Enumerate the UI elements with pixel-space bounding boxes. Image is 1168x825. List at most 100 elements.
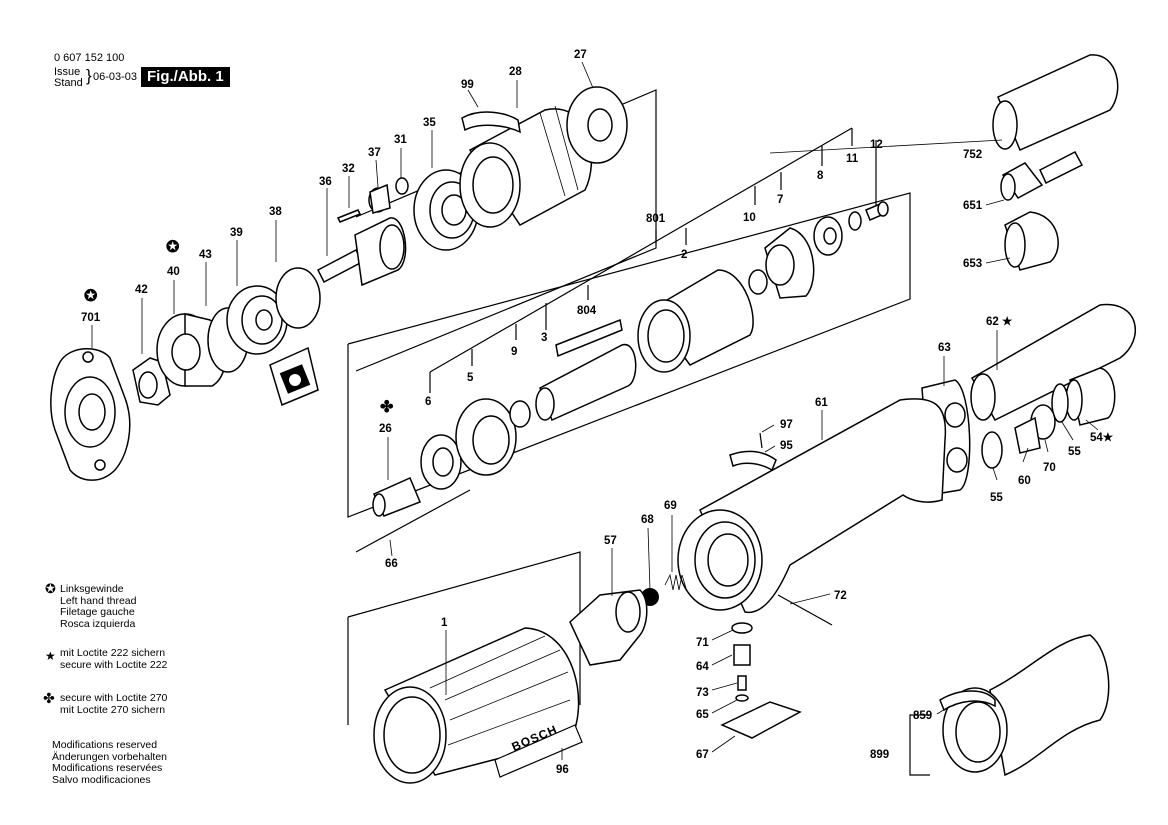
- part-804-vane: [555, 318, 623, 358]
- callout-651: 651: [963, 200, 983, 212]
- part-2-cylinder: [637, 269, 754, 373]
- part-71-oring: [731, 622, 753, 634]
- callout-68: 68: [641, 514, 654, 526]
- part-752-silencer: [992, 54, 1119, 151]
- part-36-spindle: [317, 217, 407, 287]
- part-97-rivet: [759, 432, 763, 449]
- loctite-270-icon: ✤: [380, 399, 394, 416]
- callout-11: 11: [846, 153, 859, 165]
- callout-10: 10: [743, 212, 756, 224]
- part-69-spring: [664, 573, 687, 591]
- part-54-fitting: [1065, 367, 1116, 426]
- left-hand-thread-icon: ✪: [84, 288, 98, 305]
- frame-lower: [347, 551, 581, 725]
- part-26-rotor-shaft: [372, 477, 421, 517]
- left-hand-thread-icon: ✪: [166, 239, 180, 256]
- callout-72: 72: [834, 590, 847, 602]
- part-66-pin: [355, 489, 471, 553]
- part-99-shim: [461, 111, 521, 134]
- part-73-pin: [737, 675, 747, 691]
- legend-left-hand-thread: ✪ Linksgewinde Left hand thread Filetage…: [45, 581, 136, 630]
- part-5-endplate: [455, 398, 517, 476]
- callout-55b: 55: [1068, 446, 1081, 458]
- stand-label: Stand: [54, 77, 83, 89]
- loctite-222-icon: ★: [1102, 432, 1114, 444]
- left-hand-thread-icon: ✪: [45, 581, 56, 596]
- legend-loctite-222: ★ mit Loctite 222 sichern secure with Lo…: [45, 647, 168, 671]
- callout-1: 1: [441, 617, 448, 629]
- callout-54: 54★: [1090, 432, 1114, 444]
- part-38-ring: [275, 267, 321, 329]
- legend-text: Änderungen vorbehalten: [52, 750, 168, 763]
- part-37-gear: [368, 183, 391, 214]
- callout-67: 67: [696, 749, 709, 761]
- callout-859: 859: [913, 710, 933, 722]
- loctite-222-icon: ★: [1002, 316, 1013, 328]
- callout-28: 28: [509, 66, 522, 78]
- callout-43: 43: [199, 249, 212, 261]
- legend-text: Rosca izquierda: [60, 617, 136, 630]
- part-65-ring: [735, 694, 749, 702]
- callout-701: 701: [81, 312, 101, 324]
- legend-text: Modifications reservées: [52, 762, 163, 774]
- legend-text: secure with Loctite 222: [60, 658, 168, 671]
- part-1-grip-sleeve: [373, 627, 580, 784]
- legend-text: secure with Loctite 270: [60, 692, 168, 704]
- callout-95: 95: [780, 440, 793, 452]
- part-number: 0 607 152 100: [54, 52, 125, 64]
- part-859-clamp: [939, 690, 996, 712]
- callout-39: 39: [230, 227, 243, 239]
- part-8-bearing: [813, 216, 843, 256]
- part-899-exhaust-hose: [942, 634, 1110, 777]
- callout-60: 60: [1018, 475, 1031, 487]
- part-7-endplate: [764, 227, 815, 299]
- part-55-oring: [1051, 383, 1069, 423]
- callout-9: 9: [511, 346, 518, 358]
- callout-35: 35: [423, 117, 436, 129]
- legend-loctite-270: ✤ secure with Loctite 270 mit Loctite 27…: [43, 691, 168, 716]
- leader-lines: [91, 61, 1099, 760]
- callout-5: 5: [467, 372, 474, 384]
- frame-middle: [347, 192, 911, 518]
- part-61-motor-housing: [677, 398, 947, 614]
- callout-752: 752: [963, 149, 983, 161]
- part-3-rotor: [535, 344, 637, 422]
- part-64-valve: [733, 644, 751, 666]
- callout-63: 63: [938, 342, 951, 354]
- part-28-housing: [459, 105, 593, 228]
- part-67-trigger: [720, 701, 802, 739]
- star-icon: ★: [45, 649, 56, 663]
- club-icon: ✤: [43, 690, 55, 706]
- callout-801: 801: [646, 213, 666, 225]
- header-brace: }: [86, 66, 92, 85]
- callout-62: 62 ★: [986, 316, 1013, 328]
- part-12-screw: [865, 201, 889, 221]
- callout-32: 32: [342, 163, 355, 175]
- callout-8: 8: [817, 170, 824, 182]
- callout-899: 899: [870, 749, 890, 761]
- part-57-throttle-lever: [569, 589, 648, 666]
- part-27-disc: [566, 86, 628, 164]
- bosch-badge: [494, 724, 583, 778]
- callout-55: 55: [990, 492, 1003, 504]
- part-39-bearing: [226, 285, 288, 355]
- legend-text: mit Loctite 222 sichern: [60, 647, 166, 659]
- part-flange: [50, 347, 131, 481]
- callout-26: 26: [379, 423, 392, 435]
- part-72-pin: [777, 594, 833, 626]
- part-95-plate: [729, 450, 777, 472]
- issue-date: 06-03-03: [93, 71, 138, 83]
- callout-66: 66: [385, 558, 398, 570]
- part-62-tube: [970, 303, 1136, 421]
- figure-badge: Fig./Abb. 1: [141, 67, 230, 87]
- legend-text: mit Loctite 270 sichern: [60, 703, 166, 716]
- part-32-pin: [336, 209, 362, 223]
- callout-36: 36: [319, 176, 332, 188]
- part-60-strainer: [1014, 416, 1041, 454]
- issue-label: Issue: [54, 66, 81, 78]
- callout-2: 2: [681, 249, 688, 261]
- part-651-hose-nipple: [1000, 150, 1084, 201]
- group-899-bracket: [909, 714, 930, 776]
- legend-text: Modifications reserved: [52, 739, 158, 751]
